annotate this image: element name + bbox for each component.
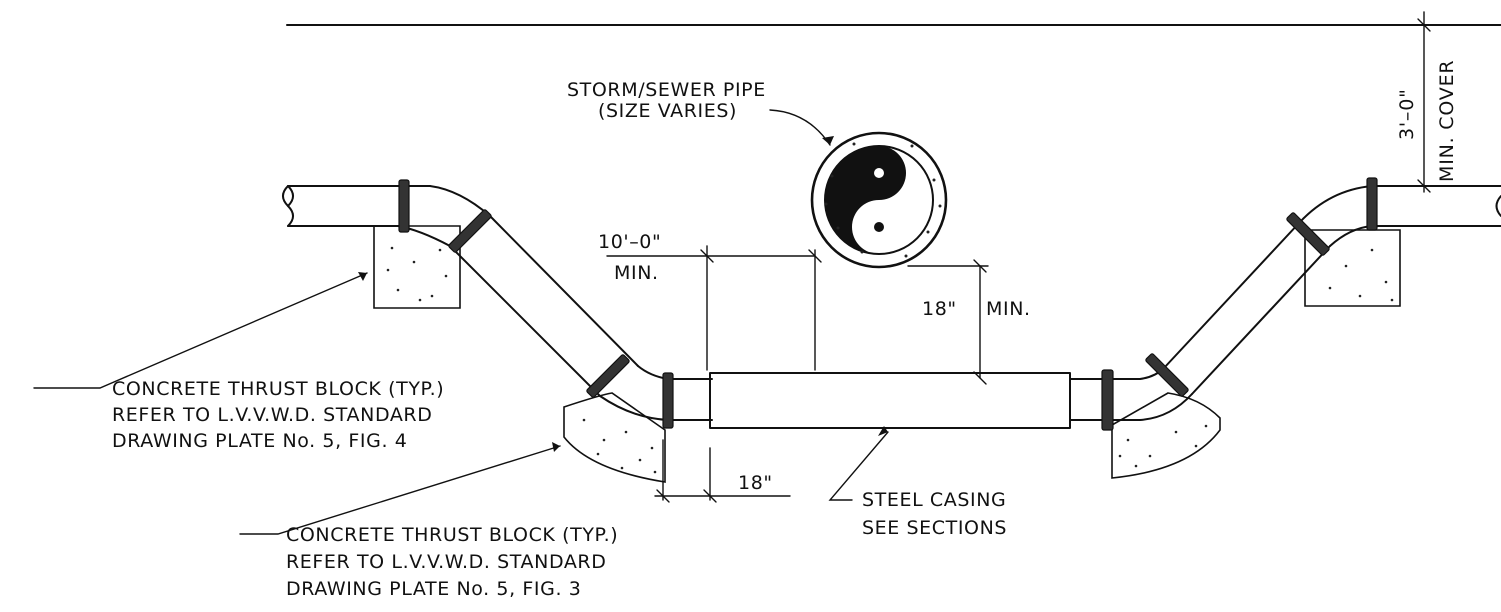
cover-depth-value: 3'–0": [1396, 88, 1418, 140]
dimension-vertical-separation: [907, 259, 989, 385]
thrust-block-upper-line1: CONCRETE THRUST BLOCK (TYP.): [112, 378, 444, 400]
thrust-block-left-lower: [563, 392, 666, 483]
flanges: [398, 177, 1378, 431]
horizontal-separation-value: 10'–0": [598, 231, 661, 253]
steel-casing-line2: SEE SECTIONS: [862, 517, 1007, 539]
flange-upper-elbow-left: [448, 209, 492, 253]
cover-label: MIN. COVER: [1436, 60, 1458, 182]
thrust-block-right-lower: [1111, 392, 1221, 479]
storm-pipe-label-line2: (SIZE VARIES): [598, 100, 737, 122]
thrust-block-lower-line2: REFER TO L.V.V.W.D. STANDARD: [286, 551, 606, 573]
thrust-block-lower-line1: CONCRETE THRUST BLOCK (TYP.): [286, 524, 618, 546]
text-labels: STORM/SEWER PIPE (SIZE VARIES) 10'–0" MI…: [112, 60, 1458, 600]
thrust-block-upper-line3: DRAWING PLATE No. 5, FIG. 4: [112, 430, 407, 452]
thrust-block-upper-line2: REFER TO L.V.V.W.D. STANDARD: [112, 404, 432, 426]
steel-casing-line1: STEEL CASING: [862, 489, 1006, 511]
flange-offset-value: 18": [738, 472, 773, 494]
dimension-min-cover: [1417, 11, 1431, 193]
water-pipe-right: [1069, 185, 1501, 421]
horizontal-separation-min: MIN.: [614, 262, 659, 284]
thrust-block-lower-line3: DRAWING PLATE No. 5, FIG. 3: [286, 578, 581, 600]
storm-sewer-pipe: [810, 131, 948, 269]
vertical-separation-min: MIN.: [986, 298, 1031, 320]
steel-casing: [709, 372, 1071, 429]
dimension-flange-offset: [654, 439, 791, 503]
dimension-horizontal-separation: [606, 245, 822, 371]
vertical-separation-value: 18": [922, 298, 957, 320]
leader-storm-pipe: [769, 109, 831, 146]
leader-lines: [33, 109, 889, 535]
leader-thrust-lower: [239, 445, 561, 535]
leader-storm-pipe-arrowhead: [822, 136, 834, 145]
storm-pipe-label-line1: STORM/SEWER PIPE: [567, 79, 766, 101]
leader-casing: [828, 431, 889, 501]
leader-thrust-upper: [33, 272, 368, 389]
thrust-block-left-upper: [373, 225, 461, 309]
